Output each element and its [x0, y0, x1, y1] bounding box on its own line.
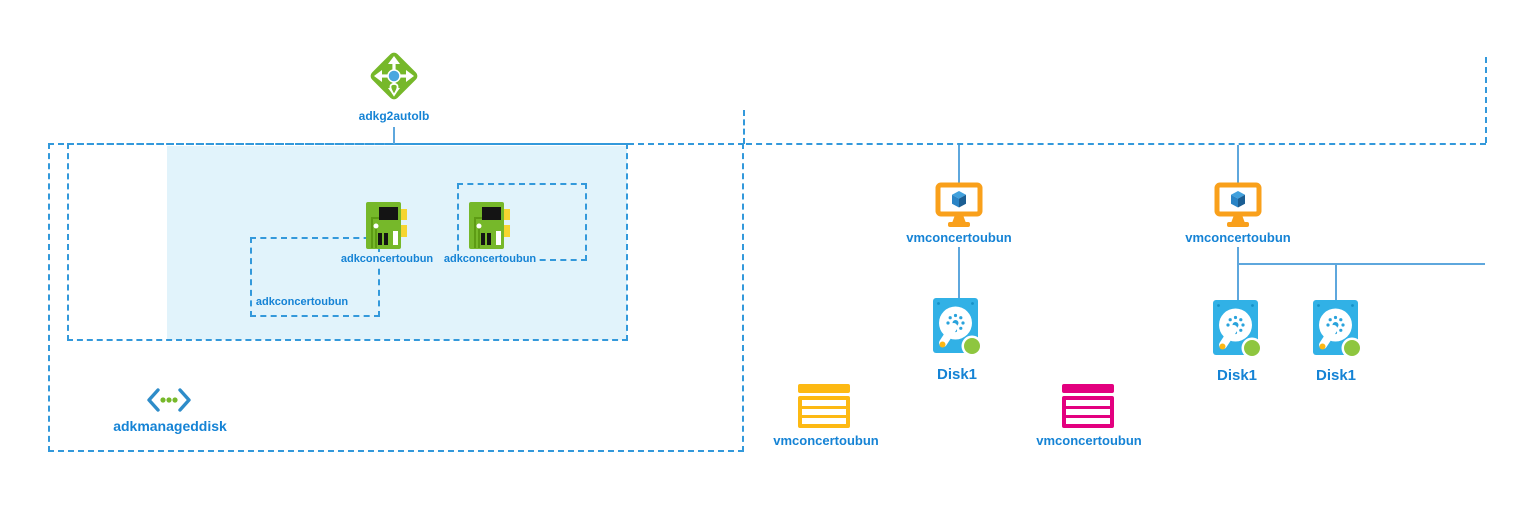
disk-right-1-label: Disk1 [1216, 367, 1258, 384]
table-row [802, 400, 846, 406]
resource-list-pink-label: vmconcertoubun [1036, 433, 1142, 448]
top-boundary-line [746, 143, 1486, 145]
table-body [1062, 396, 1114, 428]
boundary-extension-line [743, 110, 745, 144]
nic-group-label: adkconcertoubun [252, 295, 352, 310]
right-boundary-line [1485, 57, 1487, 143]
table-body [798, 396, 850, 428]
virtual-network-label: adkmanageddisk [113, 418, 227, 434]
resource-table-icon[interactable] [1062, 384, 1114, 428]
nic-group-boundary [250, 237, 380, 317]
nic-secondary-label: adkconcertoubun [440, 252, 540, 267]
vm-right-label: vmconcertoubun [1185, 230, 1291, 245]
connector-network-to-vm-left [958, 145, 960, 183]
resource-list-yellow-label: vmconcertoubun [773, 433, 879, 448]
nic-primary-label: adkconcertoubun [337, 252, 437, 267]
connector-branch-to-disk2 [1335, 264, 1337, 302]
connector-lb-to-network [393, 127, 395, 144]
connector-vm-left-to-disk [958, 247, 960, 298]
connector-vm-right-to-disk [1237, 247, 1239, 302]
disk-right-2-label: Disk1 [1315, 367, 1357, 384]
virtual-machine-icon[interactable] [1214, 182, 1262, 228]
virtual-network-icon[interactable] [146, 387, 192, 413]
load-balancer-icon[interactable] [368, 49, 420, 105]
table-row [1066, 418, 1110, 424]
table-row [1066, 409, 1110, 415]
disk-icon[interactable] [932, 297, 984, 359]
table-row [802, 409, 846, 415]
network-interface-icon[interactable] [469, 201, 511, 249]
virtual-machine-icon[interactable] [935, 182, 983, 228]
table-row [1066, 400, 1110, 406]
network-interface-icon[interactable] [366, 201, 408, 249]
table-row [802, 418, 846, 424]
disk-icon[interactable] [1212, 299, 1264, 361]
disk-left-label: Disk1 [936, 366, 978, 383]
table-header-bar [798, 384, 850, 393]
connector-network-to-vm-right [1237, 145, 1239, 183]
load-balancer-label: adkg2autolb [358, 109, 430, 123]
subnet-boundary [67, 143, 628, 341]
resource-table-icon[interactable] [798, 384, 850, 428]
table-header-bar [1062, 384, 1114, 393]
disk-icon[interactable] [1312, 299, 1364, 361]
connector-vm-right-branch [1238, 263, 1485, 265]
vm-left-label: vmconcertoubun [906, 230, 1012, 245]
